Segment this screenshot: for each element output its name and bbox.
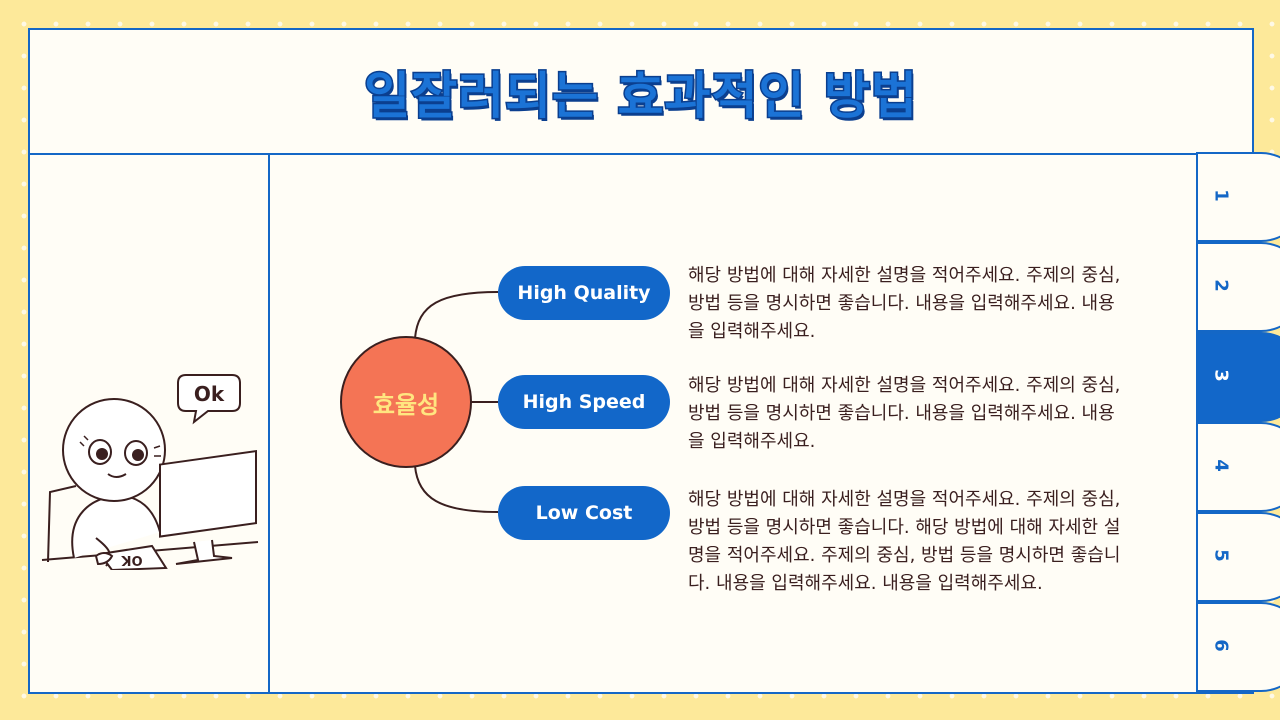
tab-label: 1 bbox=[1210, 189, 1232, 202]
section-tabs: 1 2 3 4 5 6 bbox=[1196, 152, 1280, 692]
tab-2[interactable]: 2 bbox=[1196, 242, 1280, 332]
speech-bubble-icon bbox=[177, 374, 241, 425]
title-bar: 일잘러되는 효과적인 방법 bbox=[30, 30, 1252, 155]
tab-6[interactable]: 6 bbox=[1196, 602, 1280, 692]
tab-label: 6 bbox=[1210, 639, 1232, 652]
monitor-stand bbox=[175, 539, 233, 565]
tab-label: 3 bbox=[1210, 369, 1232, 382]
branch-high-quality: High Quality bbox=[498, 266, 670, 320]
slide-frame: 일잘러되는 효과적인 방법 Ok bbox=[28, 28, 1254, 694]
chair-icon bbox=[47, 485, 77, 563]
person-at-computer-illustration: Ok OK bbox=[41, 374, 259, 570]
head-shape bbox=[62, 398, 166, 502]
paper-text: OK bbox=[121, 552, 143, 567]
tab-1[interactable]: 1 bbox=[1196, 152, 1280, 242]
page-title: 일잘러되는 효과적인 방법 bbox=[363, 65, 919, 126]
branch-high-speed: High Speed bbox=[498, 375, 670, 429]
branch-low-cost: Low Cost bbox=[498, 486, 670, 540]
tab-label: 2 bbox=[1210, 279, 1232, 292]
tab-label: 5 bbox=[1210, 549, 1232, 562]
paper-icon bbox=[98, 544, 168, 570]
tab-5[interactable]: 5 bbox=[1196, 512, 1280, 602]
illustration-panel: Ok OK bbox=[30, 155, 270, 692]
monitor-icon bbox=[159, 449, 257, 538]
tab-4[interactable]: 4 bbox=[1196, 422, 1280, 512]
speech-bubble-text: Ok bbox=[194, 382, 225, 406]
tab-label: 4 bbox=[1210, 459, 1232, 472]
tab-3[interactable]: 3 bbox=[1196, 332, 1280, 422]
